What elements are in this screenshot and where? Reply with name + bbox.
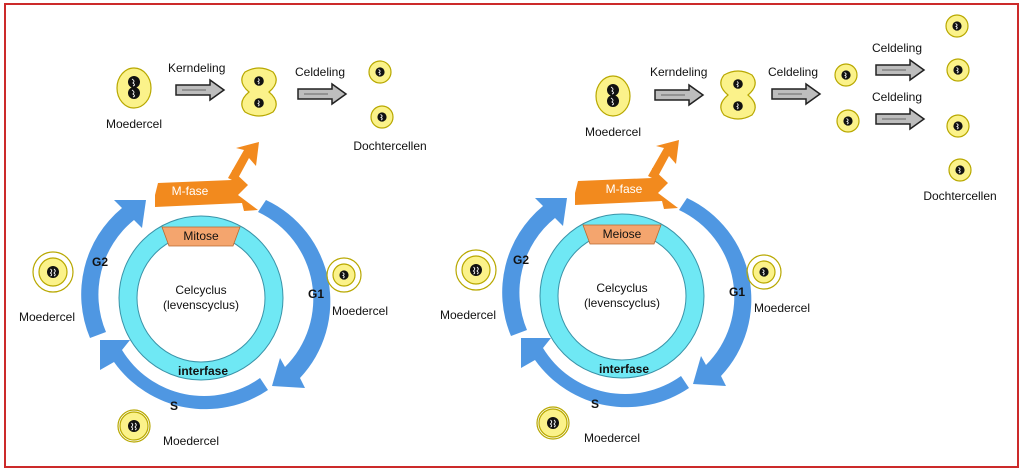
left-g2-arrow-icon <box>81 200 146 338</box>
right-g2-cell-icon <box>455 249 497 291</box>
right-panel: Moedercel Kerndeling Celdeling Celdeling… <box>440 14 997 445</box>
left-kerndeling-arrow-icon <box>175 79 225 101</box>
left-s-cell-icon <box>117 409 151 443</box>
right-daughter-cell-1-icon <box>945 14 969 38</box>
left-moedercel-s-label: Moedercel <box>163 434 219 448</box>
right-dividing-cell-icon <box>720 70 756 120</box>
right-dochtercellen-label: Dochtercellen <box>923 189 996 203</box>
right-g2-label: G2 <box>513 253 529 267</box>
left-moedercel-top-label: Moedercel <box>106 117 162 131</box>
right-s-cell-icon <box>536 406 570 440</box>
right-moedercel-s-label: Moedercel <box>584 431 640 445</box>
right-meiose-label: Meiose <box>603 227 642 241</box>
left-m-fase-up-arrow-icon <box>228 142 259 182</box>
right-moedercel-g2-label: Moedercel <box>440 308 496 322</box>
left-mitose-label: Mitose <box>183 229 219 243</box>
right-kerndeling-label: Kerndeling <box>650 65 707 79</box>
left-cycle-title: Celcyclus <box>175 283 226 297</box>
right-cycle-title: Celcyclus <box>596 281 647 295</box>
right-daughter-cell-3-icon <box>946 114 970 138</box>
left-g1-cell-icon <box>326 257 362 293</box>
left-mitose-band <box>161 226 241 247</box>
left-celdeling-label: Celdeling <box>295 65 345 79</box>
right-m-fase-label: M-fase <box>606 182 643 196</box>
left-cycle-subtitle: (levenscyclus) <box>163 298 239 312</box>
right-g2-arrow-icon <box>502 198 567 336</box>
right-moedercel-g1-label: Moedercel <box>754 301 810 315</box>
right-kerndeling-arrow-icon <box>654 84 704 106</box>
left-mother-cell-icon <box>116 67 152 109</box>
left-s-arrow-icon <box>100 340 268 410</box>
right-g1-arrow-icon <box>679 198 752 386</box>
left-m-fase-label: M-fase <box>172 184 209 198</box>
right-g1-cell-icon <box>746 254 782 290</box>
left-celdeling-arrow-icon <box>297 83 347 105</box>
right-cycle-subtitle: (levenscyclus) <box>584 296 660 310</box>
left-panel: Moedercel Kerndeling Celdeling Dochterce… <box>19 60 427 448</box>
left-dochtercellen-label: Dochtercellen <box>353 139 426 153</box>
right-celdeling-2a-arrow-icon <box>875 59 925 81</box>
left-g2-label: G2 <box>92 255 108 269</box>
left-m-fase-arrow-icon <box>155 170 258 211</box>
right-s-label: S <box>591 397 599 411</box>
right-meiose-band <box>582 224 662 245</box>
right-mid-cell-1-icon <box>834 63 858 87</box>
right-celdeling-1-label: Celdeling <box>768 65 818 79</box>
left-interfase-label: interfase <box>178 364 228 378</box>
left-daughter-cell-2-icon <box>370 105 394 129</box>
right-celdeling-1-arrow-icon <box>771 83 821 105</box>
right-mother-cell-icon <box>595 75 631 117</box>
right-celdeling-2b-arrow-icon <box>875 108 925 130</box>
right-daughter-cell-2-icon <box>946 58 970 82</box>
left-g1-label: G1 <box>308 287 324 301</box>
right-m-fase-up-arrow-icon <box>648 140 679 180</box>
right-g1-label: G1 <box>729 285 745 299</box>
right-interfase-label: interfase <box>599 362 649 376</box>
left-g2-cell-icon <box>32 251 74 293</box>
left-g1-arrow-icon <box>258 200 331 388</box>
left-dividing-cell-icon <box>241 67 277 117</box>
right-m-fase-arrow-icon <box>575 168 678 209</box>
right-mid-cell-2-icon <box>836 109 860 133</box>
right-moedercel-top-label: Moedercel <box>585 125 641 139</box>
left-s-label: S <box>170 399 178 413</box>
left-daughter-cell-1-icon <box>368 60 392 84</box>
right-s-arrow-icon <box>521 338 689 408</box>
right-daughter-cell-4-icon <box>948 158 972 182</box>
left-moedercel-g2-label: Moedercel <box>19 310 75 324</box>
diagram-frame <box>4 3 1019 468</box>
left-moedercel-g1-label: Moedercel <box>332 304 388 318</box>
right-celdeling-2b-label: Celdeling <box>872 90 922 104</box>
right-celdeling-2a-label: Celdeling <box>872 41 922 55</box>
left-kerndeling-label: Kerndeling <box>168 61 225 75</box>
